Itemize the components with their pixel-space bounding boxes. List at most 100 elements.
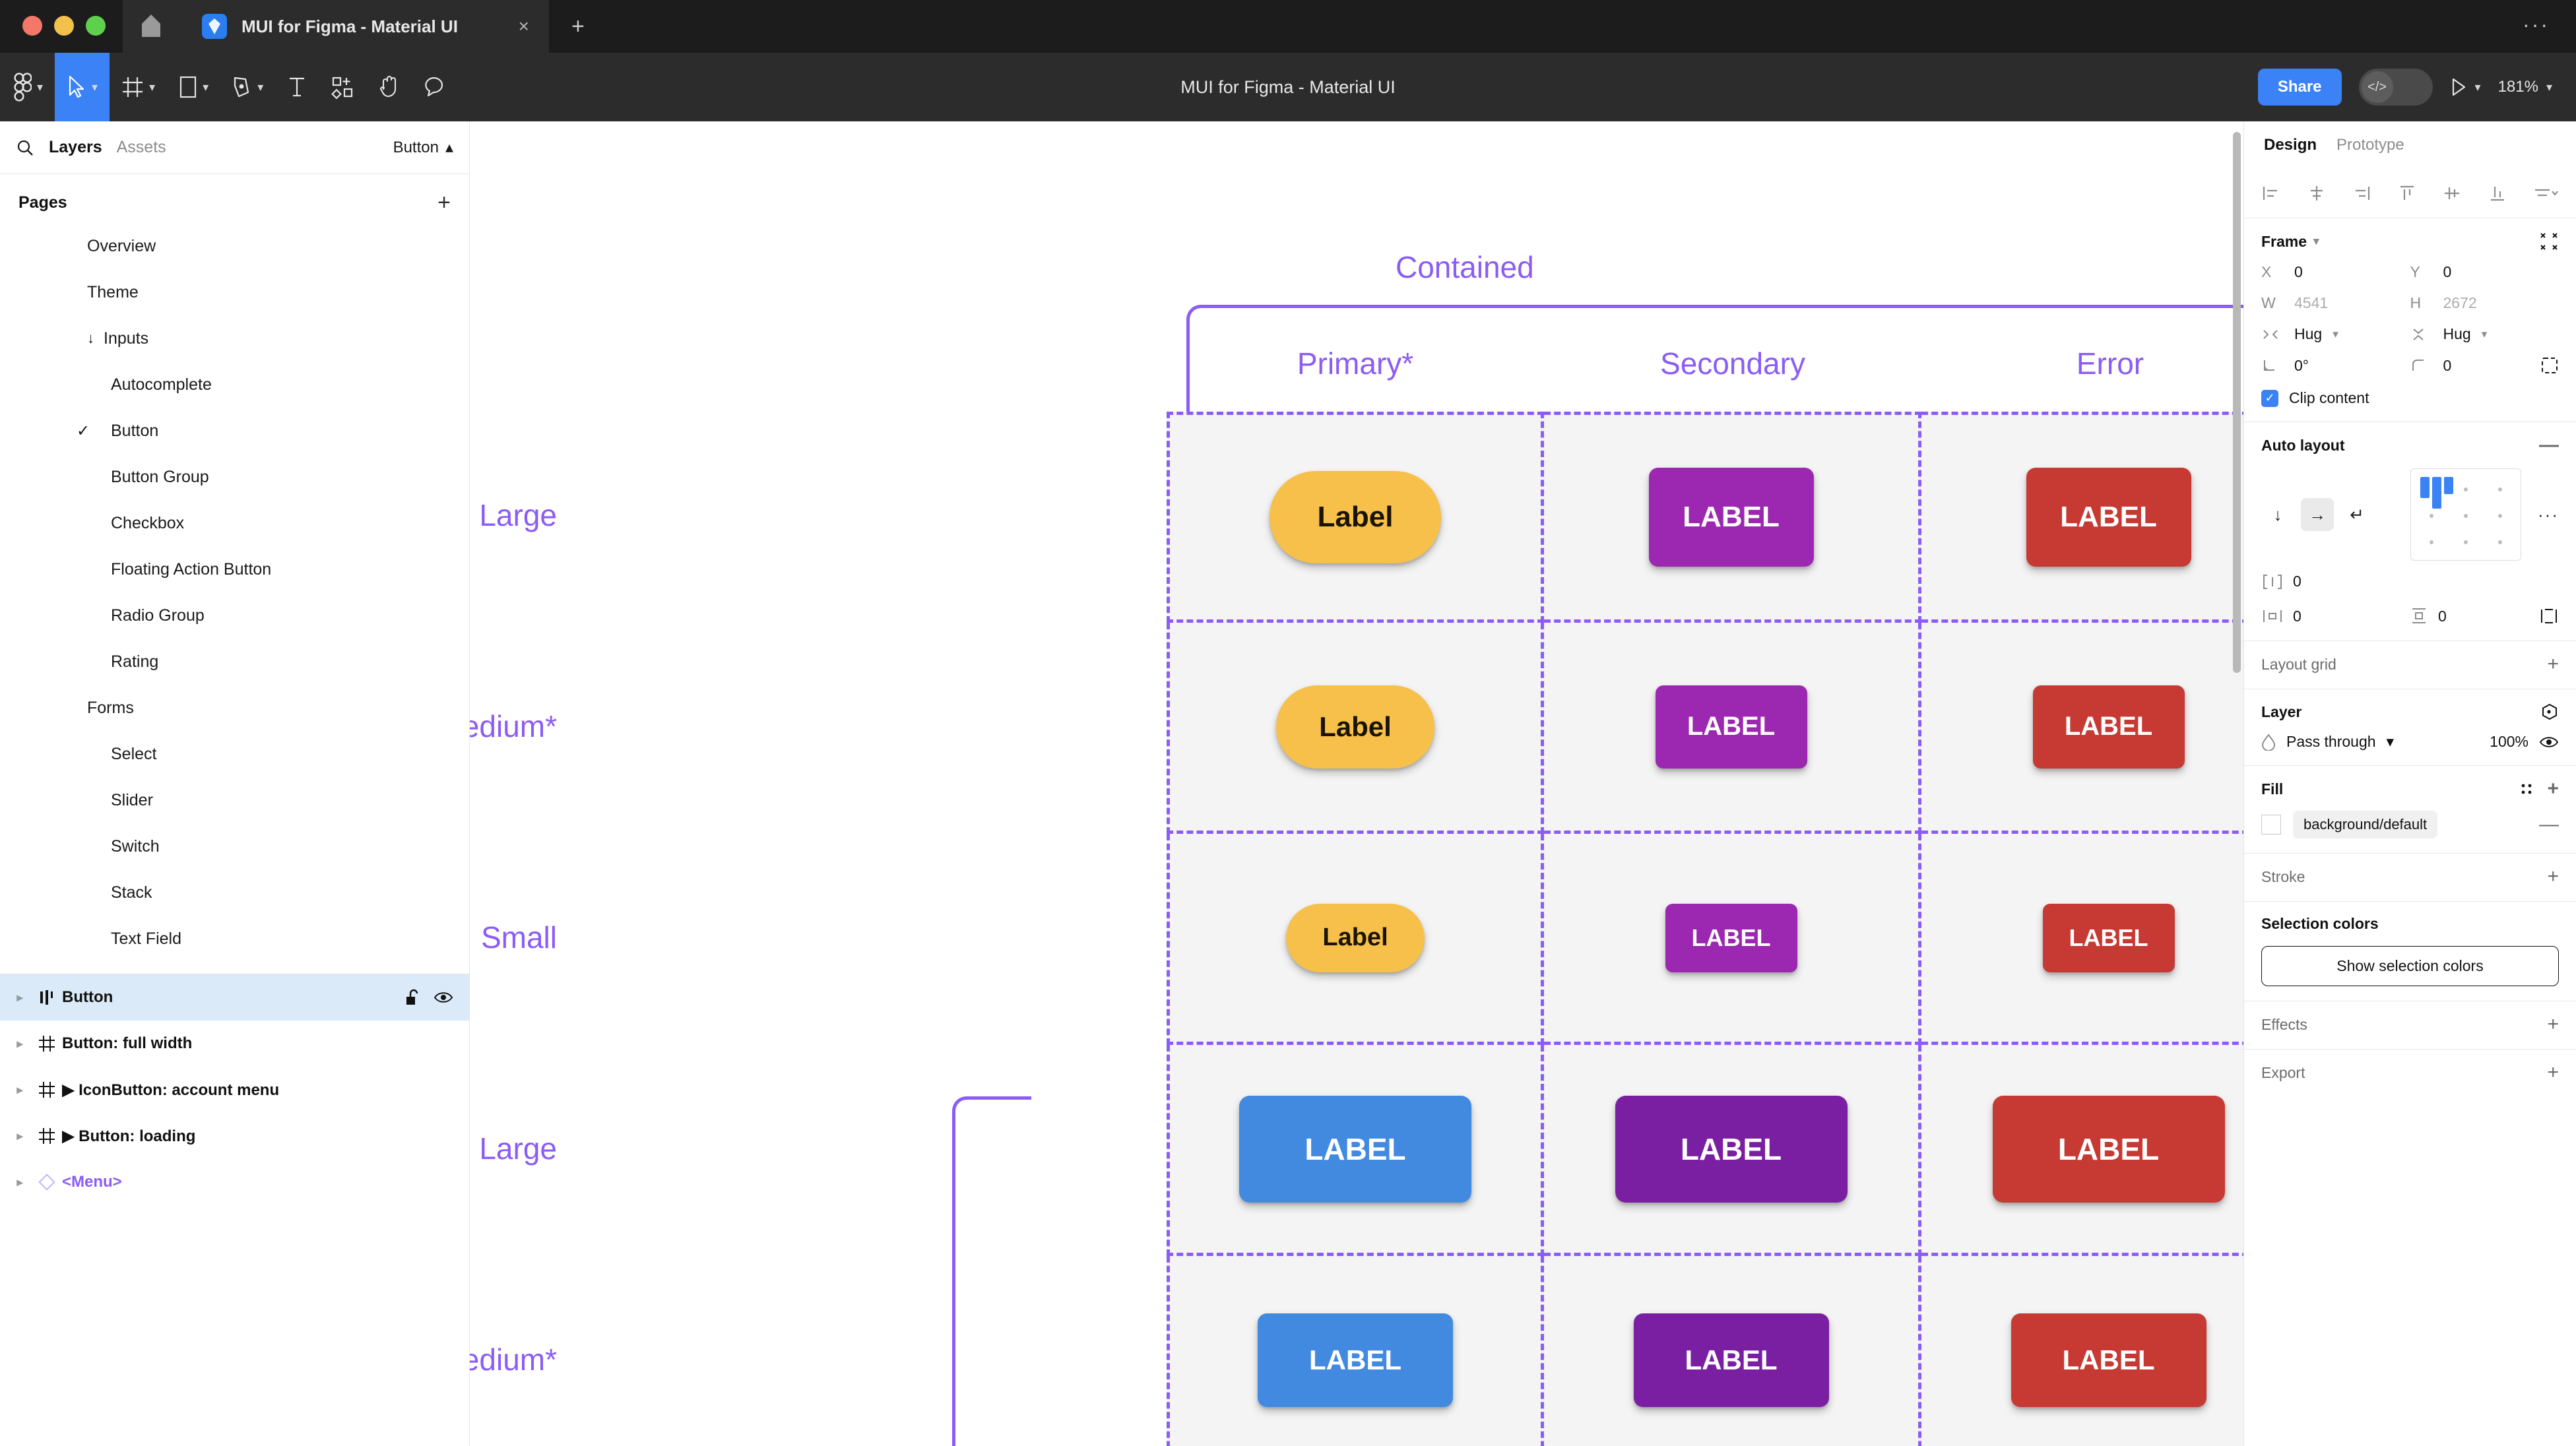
alignment-grid-widget[interactable] xyxy=(2410,468,2521,561)
auto-layout-wrap-button[interactable]: ↵ xyxy=(2350,504,2364,524)
page-item-theme[interactable]: Theme xyxy=(0,269,469,315)
mui-button[interactable]: Label xyxy=(1286,903,1425,972)
search-icon[interactable] xyxy=(16,139,34,157)
page-item-floating-action-button[interactable]: Floating Action Button xyxy=(0,546,469,592)
remove-auto-layout-button[interactable]: — xyxy=(2539,434,2559,456)
fill-style-name[interactable]: background/default xyxy=(2293,811,2438,838)
clip-content-row[interactable]: ✓ Clip content xyxy=(2261,389,2559,407)
dev-mode-toggle[interactable]: </> xyxy=(2358,69,2433,106)
layer-row[interactable]: ▸Button: full width xyxy=(0,1021,469,1067)
add-layout-grid-button[interactable]: + xyxy=(2547,653,2559,675)
add-stroke-button[interactable]: + xyxy=(2547,865,2559,887)
height-resizing-field[interactable]: Hug ▾ xyxy=(2410,325,2560,343)
chevron-right-icon[interactable]: ▸ xyxy=(16,1083,23,1096)
pen-tool-button[interactable]: ▾ xyxy=(220,53,275,121)
width-resizing-field[interactable]: Hug ▾ xyxy=(2261,325,2410,343)
align-bottom-icon[interactable] xyxy=(2488,183,2507,203)
rotation-field[interactable]: 0° xyxy=(2261,356,2410,375)
auto-layout-horizontal-button[interactable]: → xyxy=(2301,498,2334,531)
chevron-right-icon[interactable]: ▸ xyxy=(16,1175,23,1189)
auto-layout-vertical-button[interactable]: ↓ xyxy=(2273,504,2282,524)
horizontal-padding-field[interactable]: 0 xyxy=(2261,608,2364,625)
auto-layout-more-button[interactable]: ··· xyxy=(2538,504,2559,524)
mui-button[interactable]: LABEL xyxy=(1633,1313,1829,1407)
minimize-window-button[interactable] xyxy=(54,16,74,36)
layer-row[interactable]: ▸Button xyxy=(0,974,469,1021)
layer-row[interactable]: ▸▶ IconButton: account menu xyxy=(0,1067,469,1113)
gap-field[interactable]: 0 xyxy=(2261,573,2302,590)
share-button[interactable]: Share xyxy=(2257,69,2342,106)
remove-fill-button[interactable]: — xyxy=(2539,813,2559,835)
window-menu-button[interactable]: ··· xyxy=(2523,13,2550,36)
move-tool-button[interactable]: ▾ xyxy=(55,53,110,121)
page-item-button[interactable]: ✓Button xyxy=(0,408,469,454)
vertical-padding-field[interactable]: 0 xyxy=(2409,606,2447,626)
individual-padding-icon[interactable] xyxy=(2539,606,2559,626)
page-item-rating[interactable]: Rating xyxy=(0,639,469,685)
mui-button[interactable]: LABEL xyxy=(1615,1095,1848,1203)
new-tab-button[interactable]: + xyxy=(571,14,585,39)
fill-styles-icon[interactable] xyxy=(2518,780,2535,798)
mui-button[interactable]: LABEL xyxy=(1239,1095,1471,1203)
page-item-forms[interactable]: Forms xyxy=(0,685,469,731)
mui-button[interactable]: LABEL xyxy=(2011,1313,2206,1407)
tab-design[interactable]: Design xyxy=(2264,136,2317,154)
layer-row[interactable]: ▸▶ Button: loading xyxy=(0,1113,469,1159)
page-item-radio-group[interactable]: Radio Group xyxy=(0,592,469,639)
mui-button[interactable]: LABEL xyxy=(1648,468,1814,567)
frame-tool-button[interactable]: ▾ xyxy=(110,53,167,121)
hand-tool-button[interactable] xyxy=(366,53,411,121)
add-page-button[interactable]: + xyxy=(437,190,451,215)
add-effect-button[interactable]: + xyxy=(2547,1013,2559,1035)
blend-mode-value[interactable]: Pass through xyxy=(2286,733,2376,750)
frame-x-field[interactable]: X 0 xyxy=(2261,263,2410,281)
resize-to-fit-icon[interactable] xyxy=(2539,232,2559,251)
align-top-icon[interactable] xyxy=(2397,183,2417,203)
chevron-down-icon[interactable]: ▾ xyxy=(2313,235,2319,247)
present-button[interactable]: ▾ xyxy=(2450,77,2481,97)
eye-icon[interactable] xyxy=(2539,735,2559,749)
page-item-text-field[interactable]: Text Field xyxy=(0,916,469,962)
align-right-icon[interactable] xyxy=(2352,183,2371,203)
layer-settings-icon[interactable] xyxy=(2540,703,2559,721)
chevron-right-icon[interactable]: ▸ xyxy=(16,990,23,1004)
mui-button[interactable]: LABEL xyxy=(1258,1313,1453,1407)
chevron-right-icon[interactable]: ▸ xyxy=(16,1036,23,1050)
mui-button[interactable]: LABEL xyxy=(1992,1095,2225,1203)
resources-button[interactable] xyxy=(319,53,366,121)
frame-y-field[interactable]: Y 0 xyxy=(2410,263,2560,281)
page-item-select[interactable]: Select xyxy=(0,731,469,777)
add-fill-button[interactable]: + xyxy=(2547,778,2559,800)
mui-button[interactable]: LABEL xyxy=(1665,903,1797,972)
distribute-menu-icon[interactable] xyxy=(2532,183,2559,203)
tab-assets[interactable]: Assets xyxy=(116,138,166,156)
align-left-icon[interactable] xyxy=(2261,183,2281,203)
layer-opacity-value[interactable]: 100% xyxy=(2490,733,2528,750)
eye-icon[interactable] xyxy=(434,990,453,1005)
frame-w-field[interactable]: W 4541 xyxy=(2261,294,2410,312)
zoom-control[interactable]: 181% ▾ xyxy=(2498,78,2552,96)
chevron-right-icon[interactable]: ▸ xyxy=(16,1129,23,1143)
comment-tool-button[interactable] xyxy=(411,53,456,121)
mui-button[interactable]: LABEL xyxy=(2042,903,2175,972)
page-item-autocomplete[interactable]: Autocomplete xyxy=(0,362,469,408)
shape-tool-button[interactable]: ▾ xyxy=(167,53,220,121)
align-horizontal-center-icon[interactable] xyxy=(2307,183,2327,203)
home-button[interactable] xyxy=(123,0,179,53)
corner-radius-field[interactable]: 0 xyxy=(2410,356,2560,375)
text-tool-button[interactable] xyxy=(275,53,319,121)
page-item-checkbox[interactable]: Checkbox xyxy=(0,500,469,546)
frame-h-field[interactable]: H 2672 xyxy=(2410,294,2560,312)
design-canvas[interactable]: Contained Primary*SecondaryErrorWarning … xyxy=(470,121,2243,1446)
unlock-icon[interactable] xyxy=(404,988,422,1007)
align-vertical-center-icon[interactable] xyxy=(2442,183,2462,203)
mui-button[interactable]: Label xyxy=(1276,685,1434,769)
mui-button[interactable]: LABEL xyxy=(2032,685,2185,769)
fill-row[interactable]: background/default — xyxy=(2261,811,2559,838)
page-item-switch[interactable]: Switch xyxy=(0,823,469,869)
show-selection-colors-button[interactable]: Show selection colors xyxy=(2261,946,2559,986)
tab-layers[interactable]: Layers xyxy=(49,138,102,156)
close-tab-icon[interactable]: × xyxy=(518,16,529,36)
fill-color-swatch[interactable] xyxy=(2261,815,2281,834)
maximize-window-button[interactable] xyxy=(86,16,106,36)
